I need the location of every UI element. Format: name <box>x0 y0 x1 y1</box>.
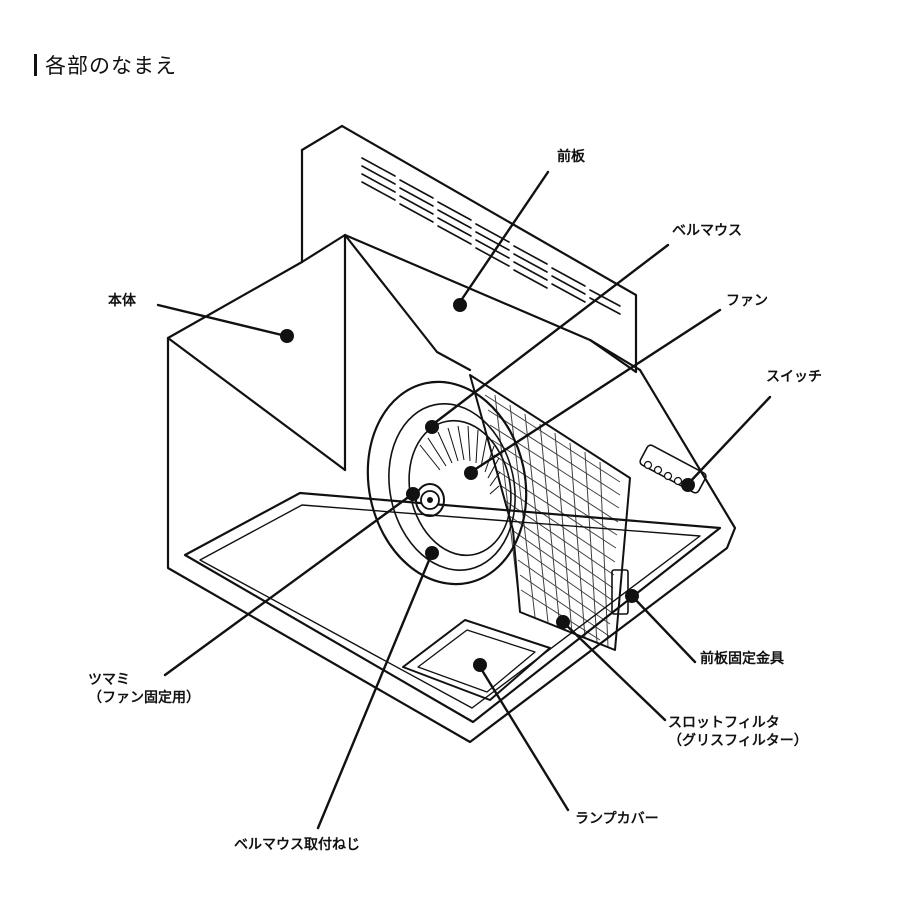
leader-bracket <box>630 594 697 664</box>
label-body: 本体 <box>108 293 136 309</box>
dot-switch <box>681 478 695 492</box>
front-panel-outline <box>300 124 638 374</box>
dot-body <box>280 329 294 343</box>
filter-frame <box>469 374 631 651</box>
leader-body <box>156 303 288 338</box>
tray-inner-rim <box>199 504 701 709</box>
dot-bellmouth <box>425 420 439 434</box>
knob-shape <box>420 490 440 510</box>
filter-slots <box>484 394 621 648</box>
leader-switch <box>686 395 772 486</box>
dot-bracket <box>625 589 639 603</box>
label-knob: ツマミ （ファン固定用） <box>88 671 200 707</box>
lamp-cover-inner <box>417 629 536 693</box>
label-front-panel-bracket: 前板固定金具 <box>700 651 784 667</box>
label-knob-line2: （ファン固定用） <box>88 690 200 706</box>
tray-rim <box>183 491 722 724</box>
label-slot-filter-line2: （グリスフィルター） <box>668 733 808 749</box>
title-bar-decoration <box>34 54 37 76</box>
label-fan: ファン <box>726 293 768 309</box>
dot-bellmouth-screw <box>425 546 439 560</box>
leader-fan <box>469 308 722 474</box>
label-slot-filter: スロットフィルタ （グリスフィルター） <box>668 714 808 750</box>
switch-buttons <box>643 460 683 486</box>
leader-slot-filter <box>561 620 667 722</box>
dot-lamp-cover <box>473 658 487 672</box>
dot-knob <box>406 487 420 501</box>
label-switch: スイッチ <box>766 369 822 385</box>
dot-slot-filter <box>556 615 570 629</box>
leader-dots <box>280 298 695 672</box>
leader-knob <box>163 491 416 677</box>
page-title-text: 各部のなまえ <box>45 54 177 78</box>
bellmouth-ring <box>366 380 528 586</box>
leader-lamp-cover <box>478 665 570 812</box>
label-slot-filter-line1: スロットフィルタ <box>668 715 780 731</box>
label-knob-line1: ツマミ <box>88 672 130 688</box>
label-lamp-cover: ランプカバー <box>575 811 659 827</box>
leader-bellmouth-screw <box>316 551 434 830</box>
label-bellmouth: ベルマウス <box>672 223 742 239</box>
body-inner-fold <box>343 233 472 372</box>
lamp-cover-outline <box>402 619 551 701</box>
bellmouth-inner-ring <box>388 403 516 571</box>
switch-panel <box>639 444 707 494</box>
label-bellmouth-screw: ベルマウス取付ねじ <box>234 837 360 853</box>
front-panel-vents <box>361 157 621 315</box>
leader-bellmouth <box>430 243 670 427</box>
leader-front-panel <box>458 170 550 304</box>
dot-fan <box>464 466 478 480</box>
page-title: 各部のなまえ <box>34 50 177 80</box>
dot-front-panel <box>453 298 467 312</box>
body-outline <box>166 233 737 744</box>
body-inner-left <box>166 336 347 472</box>
label-front-panel: 前板 <box>557 149 585 165</box>
